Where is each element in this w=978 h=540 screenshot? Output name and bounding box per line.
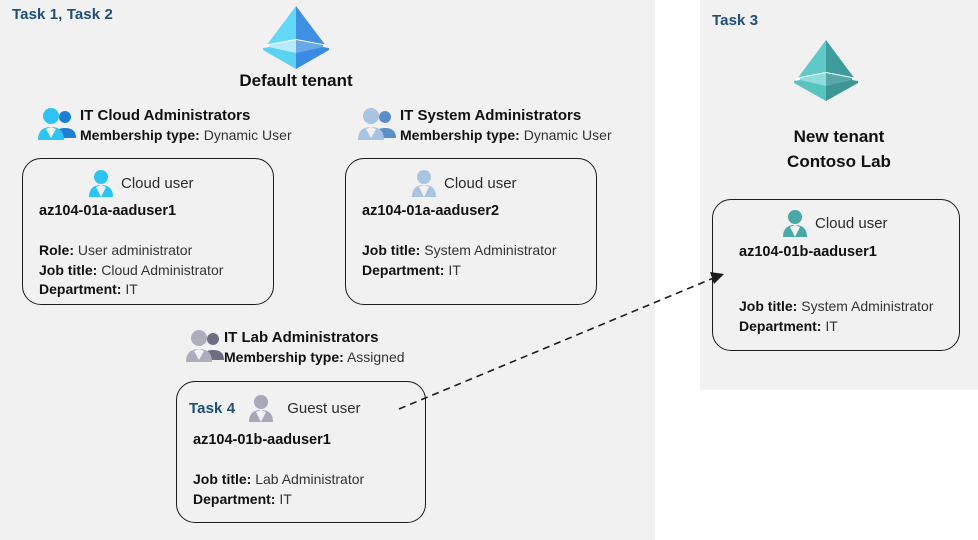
attribute-row: Department: IT: [739, 317, 838, 334]
azure-ad-tenant-icon: [790, 37, 862, 103]
user-card-guest-aaduser1[interactable]: Task 4 Guest user az104-01b-aaduser1 Job…: [176, 381, 426, 523]
group-users-icon: [38, 108, 78, 142]
membership-type-value: Dynamic User: [523, 127, 612, 143]
guest-user-icon: [247, 394, 275, 422]
group-name: IT Lab Administrators: [224, 329, 379, 346]
attribute-row: Department: IT: [362, 261, 461, 278]
card-user-name: az104-01b-aaduser1: [739, 244, 877, 260]
new-tenant-title-line1: New tenant: [793, 127, 885, 146]
card-attributes: Job title: System Administrator Departme…: [362, 241, 557, 280]
card-user-type-label: Cloud user: [444, 174, 517, 192]
group-it-lab-administrators: IT Lab Administrators Membership type: A…: [224, 328, 405, 367]
card-user-type-label: Guest user: [287, 399, 361, 417]
attribute-row: Job title: System Administrator: [739, 298, 934, 314]
task-label-4: Task 4: [189, 399, 236, 417]
card-user-name: az104-01a-aaduser2: [362, 203, 500, 219]
card-user-type-label: Cloud user: [121, 174, 194, 192]
attribute-row: Department: IT: [39, 281, 138, 297]
user-card-aaduser2[interactable]: Cloud user az104-01a-aaduser2 Job title:…: [345, 158, 597, 305]
membership-type-value: Assigned: [346, 349, 405, 365]
card-user-type: Task 4 Guest user: [189, 394, 361, 422]
group-membership-type: Membership type: Assigned: [224, 347, 405, 367]
card-user-type: Cloud user: [781, 209, 888, 237]
user-card-aaduser1[interactable]: Cloud user az104-01a-aaduser1 Role: User…: [22, 158, 274, 305]
group-membership-type: Membership type: Dynamic User: [400, 125, 612, 145]
group-name: IT System Administrators: [400, 107, 582, 124]
attribute-row: Job title: System Administrator: [362, 242, 557, 258]
group-membership-type: Membership type: Dynamic User: [80, 125, 292, 145]
membership-type-value: Dynamic User: [203, 127, 292, 143]
task-label-1-2: Task 1, Task 2: [12, 6, 113, 23]
group-name: IT Cloud Administrators: [80, 107, 251, 124]
azure-ad-tenant-icon: [259, 3, 333, 71]
card-user-name: az104-01b-aaduser1: [193, 432, 331, 448]
card-user-type: Cloud user: [87, 169, 194, 197]
cloud-user-icon: [87, 169, 115, 197]
task-label-3: Task 3: [712, 12, 759, 29]
card-user-name: az104-01a-aaduser1: [39, 203, 177, 219]
card-attributes: Job title: Lab Administrator Department:…: [193, 470, 364, 509]
attribute-row: Job title: Lab Administrator: [193, 471, 365, 487]
card-user-type-label: Cloud user: [815, 214, 888, 232]
attribute-row: Job title: Cloud Administrator: [39, 261, 224, 278]
card-attributes: Job title: System Administrator Departme…: [739, 297, 934, 336]
cloud-user-icon: [410, 169, 438, 197]
attribute-row: Department: IT: [193, 490, 292, 507]
cloud-user-icon: [781, 209, 809, 237]
group-users-icon: [186, 330, 226, 364]
card-attributes: Role: User administrator Job title: Clou…: [39, 241, 223, 300]
membership-type-label: Membership type:: [80, 127, 200, 143]
user-card-new-tenant-aaduser1[interactable]: Cloud user az104-01b-aaduser1 Job title:…: [712, 199, 960, 351]
group-users-icon: [358, 108, 398, 142]
group-it-system-administrators: IT System Administrators Membership type…: [400, 106, 612, 145]
card-user-type: Cloud user: [410, 169, 517, 197]
default-tenant-title: Default tenant: [239, 71, 353, 90]
attribute-row: Role: User administrator: [39, 242, 193, 258]
membership-type-label: Membership type:: [224, 349, 344, 365]
new-tenant-title-line2: Contoso Lab: [787, 152, 891, 171]
membership-type-label: Membership type:: [400, 127, 520, 143]
group-it-cloud-administrators: IT Cloud Administrators Membership type:…: [80, 106, 292, 145]
